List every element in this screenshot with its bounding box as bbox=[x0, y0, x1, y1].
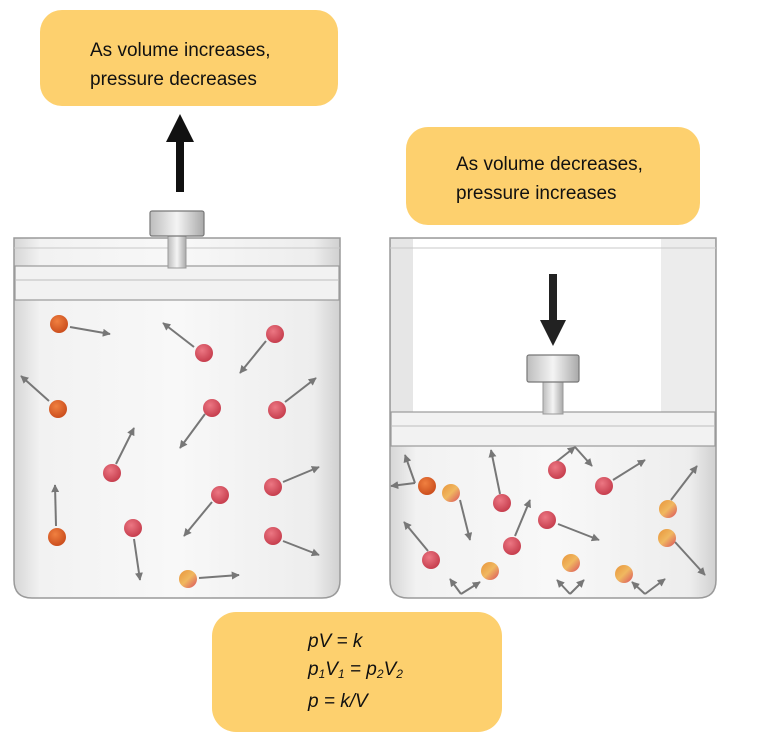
left-molecule-balls bbox=[48, 315, 286, 588]
molecule-arrow bbox=[133, 538, 143, 581]
molecule-arrow bbox=[282, 466, 320, 483]
molecule-arrow bbox=[403, 521, 429, 552]
molecule bbox=[418, 477, 436, 495]
molecule-arrow bbox=[282, 540, 320, 557]
right-piston-knob bbox=[526, 354, 580, 383]
f2-sub3: 2 bbox=[376, 667, 384, 681]
formula-p-equals-k-over-v: p = k/V bbox=[308, 691, 368, 712]
f2-p: p bbox=[308, 659, 319, 680]
right-piston-plate bbox=[390, 411, 716, 447]
molecule-arrow bbox=[644, 578, 666, 595]
molecule bbox=[264, 478, 282, 496]
molecule bbox=[595, 477, 613, 495]
molecule bbox=[658, 529, 676, 547]
up-arrow bbox=[166, 114, 194, 192]
molecule-arrow bbox=[612, 459, 646, 481]
molecule bbox=[264, 527, 282, 545]
molecule-arrow bbox=[403, 454, 416, 484]
molecule-arrow bbox=[449, 578, 462, 595]
molecule bbox=[659, 500, 677, 518]
molecule bbox=[195, 344, 213, 362]
molecule bbox=[538, 511, 556, 529]
formula-pv-equals-k: pV = k bbox=[308, 631, 363, 652]
f2-sub4: 2 bbox=[396, 667, 403, 681]
molecule-arrow bbox=[115, 427, 135, 465]
left-container bbox=[13, 210, 341, 599]
volume-increases-callout: As volume increases, pressure decreases bbox=[40, 10, 338, 106]
molecule-arrow bbox=[179, 413, 206, 449]
molecule-arrow bbox=[674, 541, 706, 576]
molecule-arrow bbox=[569, 579, 585, 595]
molecule bbox=[50, 315, 68, 333]
f2-v2: V bbox=[383, 659, 397, 680]
right-piston-rod bbox=[542, 379, 564, 415]
molecule-arrow bbox=[555, 446, 576, 463]
molecule-arrow bbox=[556, 579, 571, 595]
molecule bbox=[548, 461, 566, 479]
molecule-arrow bbox=[488, 449, 501, 495]
molecule-arrow bbox=[460, 581, 481, 595]
molecule-arrow bbox=[514, 499, 531, 537]
left-piston-knob bbox=[149, 210, 205, 237]
molecule bbox=[422, 551, 440, 569]
molecule bbox=[124, 519, 142, 537]
molecule-arrow bbox=[239, 340, 267, 374]
molecule bbox=[493, 494, 511, 512]
molecule bbox=[268, 401, 286, 419]
right-molecule-balls bbox=[418, 461, 677, 583]
callout-right-line2: pressure increases bbox=[456, 183, 617, 204]
molecule bbox=[179, 570, 197, 588]
molecule-arrow bbox=[284, 377, 317, 403]
left-piston-plate bbox=[14, 265, 340, 301]
volume-decreases-callout: As volume decreases, pressure increases bbox=[406, 127, 700, 225]
molecule-arrow bbox=[670, 465, 698, 501]
molecule bbox=[503, 537, 521, 555]
right-molecules bbox=[390, 446, 706, 595]
formula-p1v1-equals-p2v2: p1V1 = p2V2 bbox=[308, 656, 403, 688]
molecule-arrow bbox=[162, 322, 195, 348]
molecule bbox=[266, 325, 284, 343]
down-arrow bbox=[540, 274, 566, 346]
molecule-arrow bbox=[459, 499, 473, 541]
molecule bbox=[562, 554, 580, 572]
left-molecules bbox=[20, 322, 320, 581]
molecule bbox=[49, 400, 67, 418]
molecule bbox=[203, 399, 221, 417]
molecule bbox=[481, 562, 499, 580]
molecule-arrow bbox=[574, 446, 593, 467]
molecule-arrow bbox=[390, 481, 416, 490]
f2-sub1: 1 bbox=[318, 667, 326, 681]
f2-eq: = p bbox=[344, 659, 377, 680]
molecule bbox=[211, 486, 229, 504]
molecule-arrow bbox=[198, 571, 240, 580]
molecule-arrow bbox=[20, 375, 50, 402]
callout-right-line1: As volume decreases, bbox=[456, 154, 643, 175]
molecule-arrow bbox=[69, 326, 111, 337]
molecule-arrow bbox=[631, 581, 646, 595]
molecule bbox=[442, 484, 460, 502]
callout-left-line1: As volume increases, bbox=[90, 40, 271, 61]
left-piston-rod bbox=[167, 231, 187, 269]
callout-left-line2: pressure decreases bbox=[90, 69, 257, 90]
f2-v: V bbox=[325, 659, 338, 680]
f2-sub2: 1 bbox=[337, 667, 345, 681]
molecule-arrow bbox=[183, 501, 213, 537]
molecule-arrow bbox=[51, 484, 60, 527]
molecule-arrow bbox=[557, 523, 600, 542]
molecule bbox=[615, 565, 633, 583]
molecule bbox=[48, 528, 66, 546]
formula-box: pV = k p1V1 = p2V2 p = k/V bbox=[212, 612, 502, 732]
molecule bbox=[103, 464, 121, 482]
